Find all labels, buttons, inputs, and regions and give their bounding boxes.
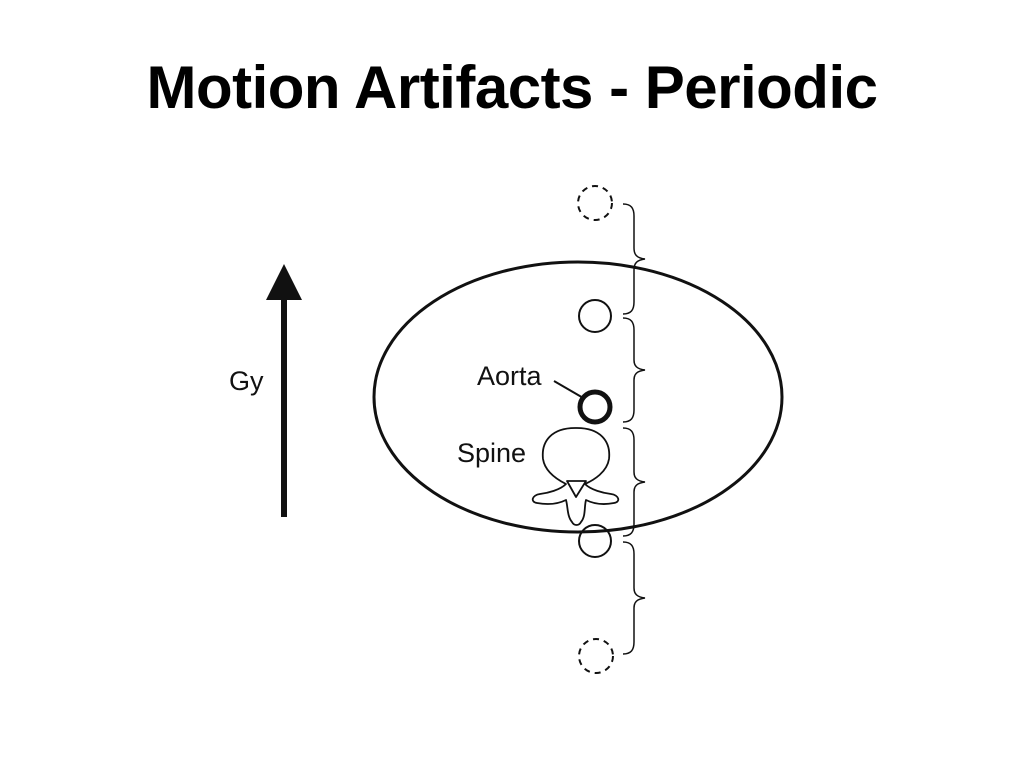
aorta-circle — [577, 389, 613, 425]
gradient-label: Gy — [229, 366, 264, 396]
brace-1-icon — [622, 203, 646, 315]
brace-2-icon — [622, 317, 646, 423]
aorta-label: Aorta — [477, 361, 543, 391]
ghost-image-upper — [578, 299, 612, 333]
brace-4-icon — [622, 541, 646, 655]
body-outline — [372, 260, 784, 534]
brace-3-icon — [622, 427, 646, 537]
gradient-arrow-icon — [266, 264, 302, 517]
ghost-image-top — [577, 185, 613, 221]
ghost-image-bottom — [578, 638, 614, 674]
spine-label: Spine — [457, 438, 526, 468]
slide-title: Motion Artifacts - Periodic — [146, 54, 879, 121]
aorta-leader-line — [553, 380, 586, 400]
vertebra-icon — [531, 427, 620, 526]
ghost-image-lower — [578, 524, 612, 558]
